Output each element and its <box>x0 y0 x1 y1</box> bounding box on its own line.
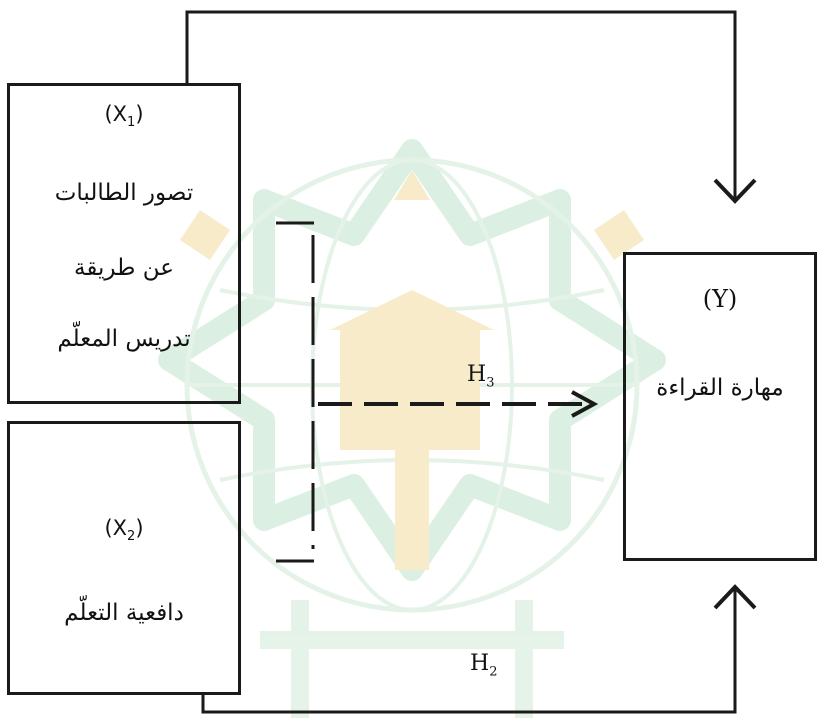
x2-to-y-arrowhead-icon <box>713 584 757 610</box>
y-label: مهارة القراءة <box>656 375 784 401</box>
x2-to-y-connector <box>201 588 737 714</box>
x1-variable-box: (X1) تصور الطالبات عن طريقة تدريس المعلّ… <box>7 83 241 404</box>
x1-to-y-connector <box>185 10 737 200</box>
x1-label-line-3: تدريس المعلّم <box>57 326 191 352</box>
x1-label-line-2: عن طريقة <box>74 255 174 281</box>
x1-variable-code: (X1) <box>104 102 144 131</box>
y-variable-code: (Y) <box>702 285 738 313</box>
h2-label: H2 <box>470 651 498 680</box>
x1-to-y-arrowhead-icon <box>713 178 757 204</box>
x2-variable-box: (X2) دافعية التعلّم <box>7 421 241 695</box>
x1-label-line-1: تصور الطالبات <box>54 180 194 206</box>
h3-label: H3 <box>467 362 495 391</box>
h3-arrowhead-icon <box>571 390 599 418</box>
x2-label-line-1: دافعية التعلّم <box>64 600 184 626</box>
x2-variable-code: (X2) <box>104 516 144 545</box>
y-variable-box: (Y) مهارة القراءة <box>623 252 817 561</box>
